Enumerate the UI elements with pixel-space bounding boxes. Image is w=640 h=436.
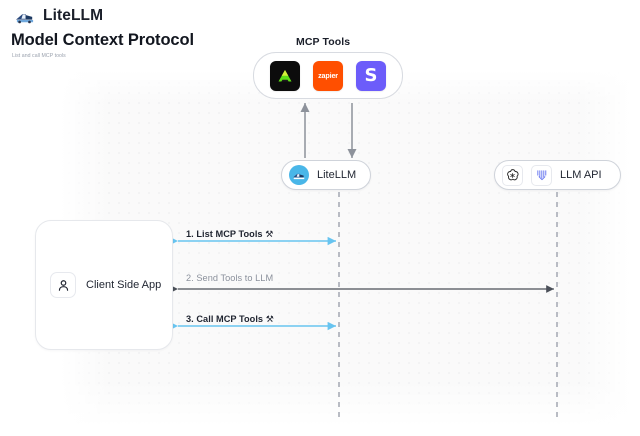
tools-emoji-1: ⚒ <box>265 230 274 240</box>
litellm-rocket-icon <box>16 14 34 24</box>
brand: LiteLLM <box>14 7 103 25</box>
litellm-avatar-icon <box>289 165 309 185</box>
message-label-1: 1. List MCP Tools ⚒ <box>186 229 273 240</box>
message-step-2: 2. <box>186 273 194 283</box>
mcp-tools-group[interactable]: zapier S <box>253 52 403 99</box>
node-llm-api[interactable]: LLM API <box>494 160 621 190</box>
message-text-1: List MCP Tools <box>196 229 263 239</box>
mcp-tools-label: MCP Tools <box>296 36 351 48</box>
person-icon <box>50 272 76 298</box>
message-text-3: Call MCP Tools <box>196 314 264 324</box>
client-side-app-label: Client Side App <box>86 279 162 291</box>
message-step-3: 3. <box>186 314 194 324</box>
node-litellm-label: LiteLLM <box>317 169 357 181</box>
message-label-3: 3. Call MCP Tools ⚒ <box>186 314 274 325</box>
message-step-1: 1. <box>186 229 194 239</box>
slack-letter: S <box>364 64 378 86</box>
tools-emoji-3: ⚒ <box>265 315 274 325</box>
zapier-wordmark: zapier <box>318 71 338 80</box>
client-side-app-card[interactable]: Client Side App <box>35 220 173 350</box>
zapier-icon[interactable]: zapier <box>313 60 343 91</box>
slack-icon[interactable]: S <box>356 60 386 91</box>
page-subtitle: List and call MCP tools <box>12 53 66 59</box>
triangle-tool-icon[interactable] <box>270 60 300 91</box>
node-llm-api-label: LLM API <box>560 169 602 181</box>
message-label-2: 2. Send Tools to LLM <box>186 273 273 283</box>
anthropic-icon <box>531 164 552 186</box>
brand-name: LiteLLM <box>43 7 104 24</box>
message-text-2: Send Tools to LLM <box>196 273 274 283</box>
page-title: Model Context Protocol <box>11 31 194 49</box>
openai-icon <box>502 164 523 186</box>
node-litellm[interactable]: LiteLLM <box>281 160 372 190</box>
